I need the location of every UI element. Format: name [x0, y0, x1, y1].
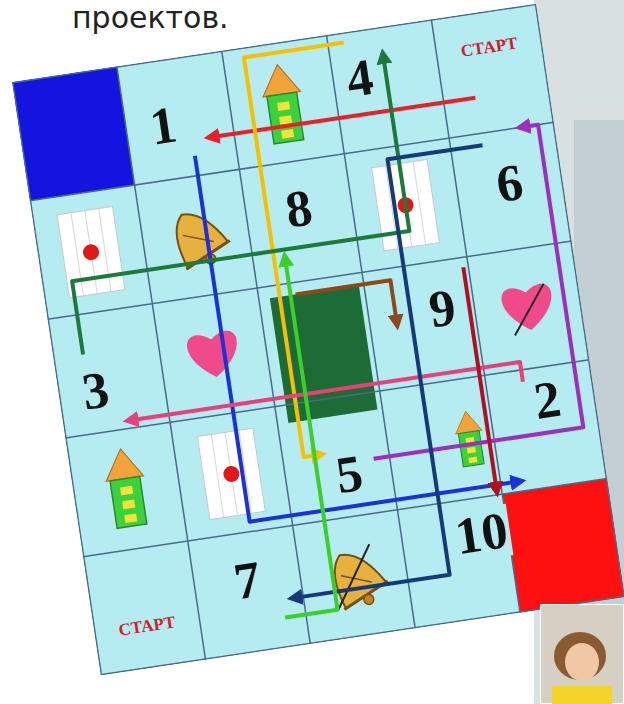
- house-icon: [259, 62, 308, 145]
- photo-inset: [540, 604, 624, 704]
- heart-icon: [500, 282, 556, 333]
- route-arrow: [463, 267, 497, 492]
- route-arrow: [229, 145, 544, 598]
- route-arrow: [127, 362, 523, 440]
- board-grid: [12, 4, 624, 676]
- photo-ground: [540, 604, 624, 704]
- house-icon: [102, 446, 151, 529]
- child-hair: [554, 632, 606, 680]
- route-arrow: [195, 115, 522, 522]
- cross-out-line: [508, 284, 551, 336]
- blue-cell: [12, 66, 135, 200]
- card-icon: [57, 207, 125, 298]
- cell-number: 10: [450, 504, 513, 564]
- child-shirt: [552, 686, 612, 704]
- game-board: СТАРТ41689325107СТАРТ: [12, 4, 624, 676]
- route-arrow: [244, 43, 404, 457]
- board-illustration: [12, 4, 624, 676]
- route-arrow: [208, 98, 475, 138]
- green-square: [270, 285, 378, 423]
- page-heading: проектов.: [72, 0, 229, 36]
- route-arrows: [43, 16, 604, 641]
- house-icon: [453, 409, 487, 467]
- route-arrow: [328, 125, 583, 459]
- board-ground: [12, 4, 624, 676]
- route-arrow: [296, 280, 398, 340]
- red-cell: [502, 478, 624, 612]
- card-icon: [197, 428, 265, 519]
- child-face: [565, 643, 599, 681]
- heart-icon: [186, 329, 242, 380]
- photo-frame: [540, 604, 624, 704]
